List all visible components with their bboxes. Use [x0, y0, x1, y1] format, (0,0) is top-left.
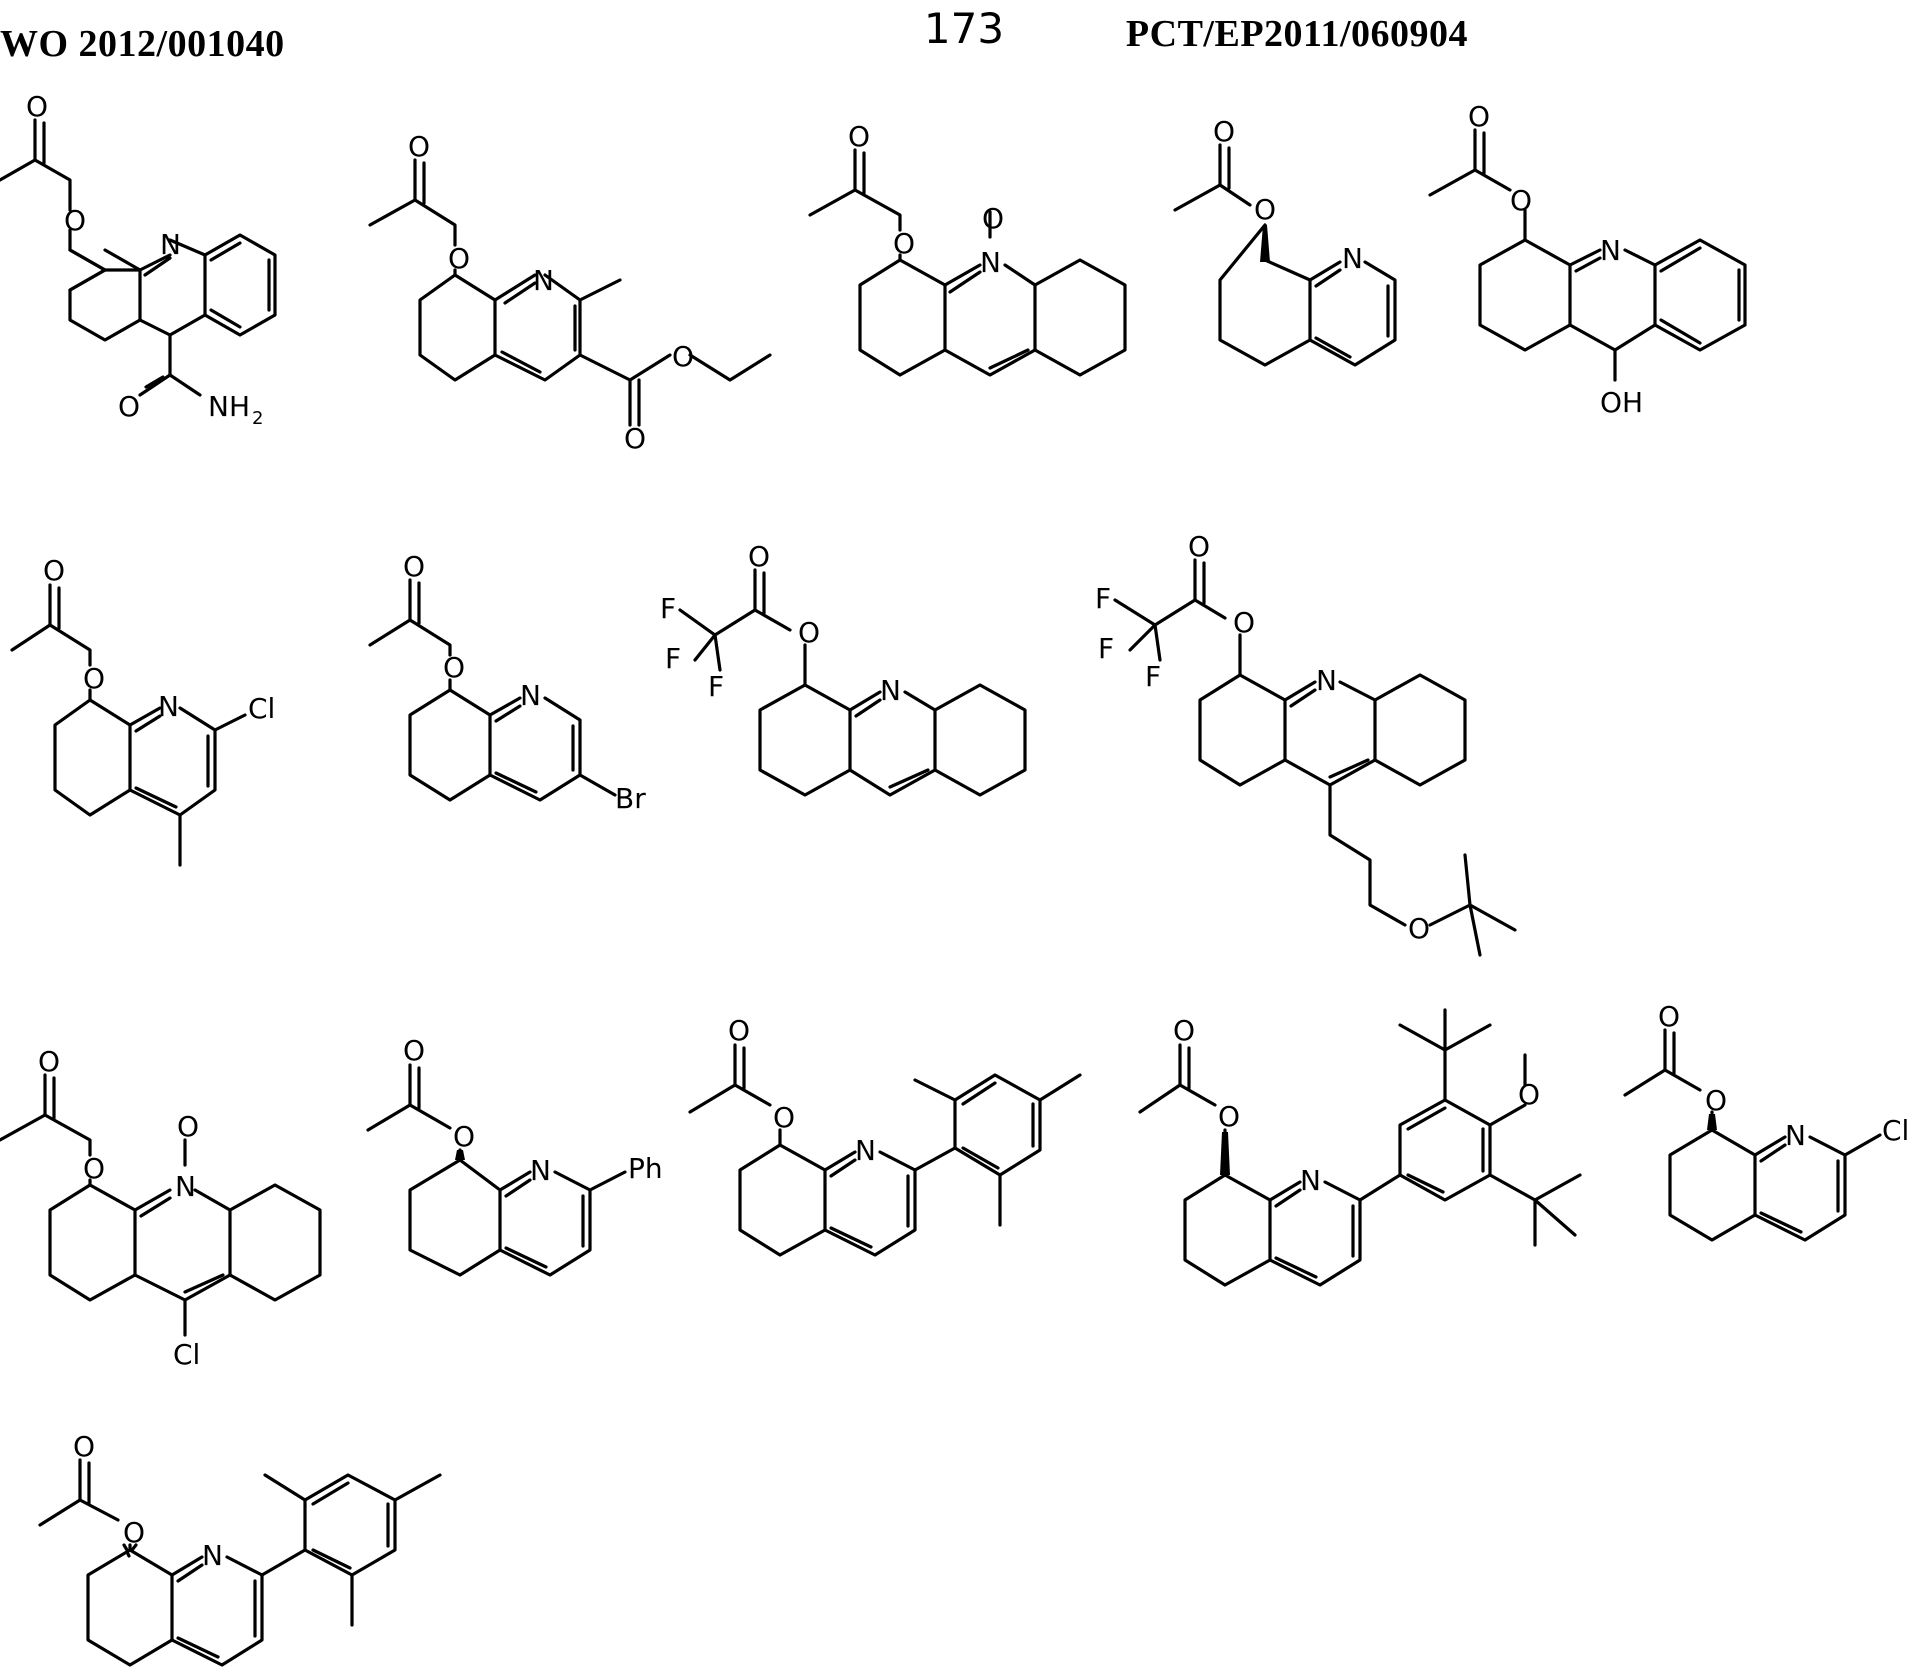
atom-o: O: [403, 1034, 425, 1067]
atom-oh: OH: [1600, 386, 1643, 419]
structure-3: O O O N: [810, 120, 1125, 375]
structure-12: O O N: [690, 1014, 1080, 1255]
atom-n: N: [160, 228, 181, 261]
structure-15: O O N: [40, 1430, 440, 1665]
atom-o: O: [1188, 530, 1210, 563]
atom-o: O: [443, 651, 465, 684]
atom-o: O: [728, 1014, 750, 1047]
atom-n: N: [1316, 664, 1337, 697]
atom-o: O: [1468, 100, 1490, 133]
atom-n: N: [158, 690, 179, 723]
atom-o: O: [1518, 1078, 1540, 1111]
atom-n: N: [533, 264, 554, 297]
structure-5: O O N OH: [1430, 100, 1745, 419]
atom-o: O: [1510, 184, 1532, 217]
structure-4: O O N: [1175, 115, 1395, 365]
atom-o: O: [83, 1152, 105, 1185]
atom-cl: Cl: [248, 692, 275, 725]
structure-14: O O N Cl: [1625, 1000, 1909, 1240]
atom-o: O: [672, 340, 694, 373]
atom-n: N: [520, 679, 541, 712]
structure-7: O O N Br: [370, 550, 646, 815]
structure-13: O O N O: [1140, 1010, 1580, 1285]
atom-o: O: [893, 227, 915, 260]
atom-cl: Cl: [173, 1338, 200, 1371]
atom-o: O: [83, 662, 105, 695]
atom-f: F: [660, 592, 676, 625]
atom-o: O: [624, 422, 646, 455]
atom-o: O: [1254, 193, 1276, 226]
atom-o: O: [798, 616, 820, 649]
structure-11: O O N Ph: [368, 1034, 663, 1275]
structure-10: O O O N Cl: [0, 1045, 320, 1371]
atom-cl: Cl: [1882, 1114, 1909, 1147]
atom-o: O: [848, 120, 870, 153]
atom-f: F: [708, 670, 724, 703]
atom-o: O: [1233, 606, 1255, 639]
atom-o: O: [408, 130, 430, 163]
atom-o: O: [1213, 115, 1235, 148]
atom-o: O: [1173, 1014, 1195, 1047]
atom-n: N: [880, 674, 901, 707]
atom-br: Br: [615, 782, 646, 815]
atom-f: F: [1095, 582, 1111, 615]
atom-nh2: NH: [208, 390, 250, 423]
atom-n: N: [1300, 1164, 1321, 1197]
atom-n: N: [855, 1134, 876, 1167]
atom-o: O: [64, 204, 86, 237]
structure-6: O O N Cl: [12, 554, 275, 865]
structure-9: F F F O O N O: [1095, 530, 1515, 955]
atom-f: F: [1145, 660, 1161, 693]
structure-1: O O N O NH 2: [0, 90, 275, 429]
atom-o: O: [177, 1110, 199, 1143]
atom-n: N: [202, 1539, 223, 1572]
atom-o: O: [1705, 1084, 1727, 1117]
atom-o: O: [26, 90, 48, 123]
atom-n: N: [175, 1170, 196, 1203]
atom-n: N: [530, 1154, 551, 1187]
atom-f: F: [1098, 632, 1114, 665]
structure-8: F F F O O N: [660, 540, 1025, 795]
atom-n: N: [980, 246, 1001, 279]
atom-n: N: [1600, 234, 1621, 267]
atom-o: O: [453, 1120, 475, 1153]
atom-o: O: [118, 390, 140, 423]
atom-n: N: [1785, 1119, 1806, 1152]
atom-o: O: [1218, 1100, 1240, 1133]
atom-n: N: [1342, 242, 1363, 275]
atom-o: O: [123, 1516, 145, 1549]
structure-2: O O N O O: [370, 130, 770, 455]
atom-o: O: [773, 1101, 795, 1134]
atom-subscript: 2: [252, 408, 263, 429]
atom-o: O: [403, 550, 425, 583]
atom-o: O: [1408, 912, 1430, 945]
atom-o: O: [73, 1430, 95, 1463]
atom-o: O: [43, 554, 65, 587]
atom-ph: Ph: [628, 1152, 663, 1185]
atom-o: O: [748, 540, 770, 573]
atom-o: O: [1658, 1000, 1680, 1033]
atom-o: O: [982, 202, 1004, 235]
atom-o: O: [38, 1045, 60, 1078]
atom-o: O: [448, 242, 470, 275]
atom-f: F: [665, 642, 681, 675]
